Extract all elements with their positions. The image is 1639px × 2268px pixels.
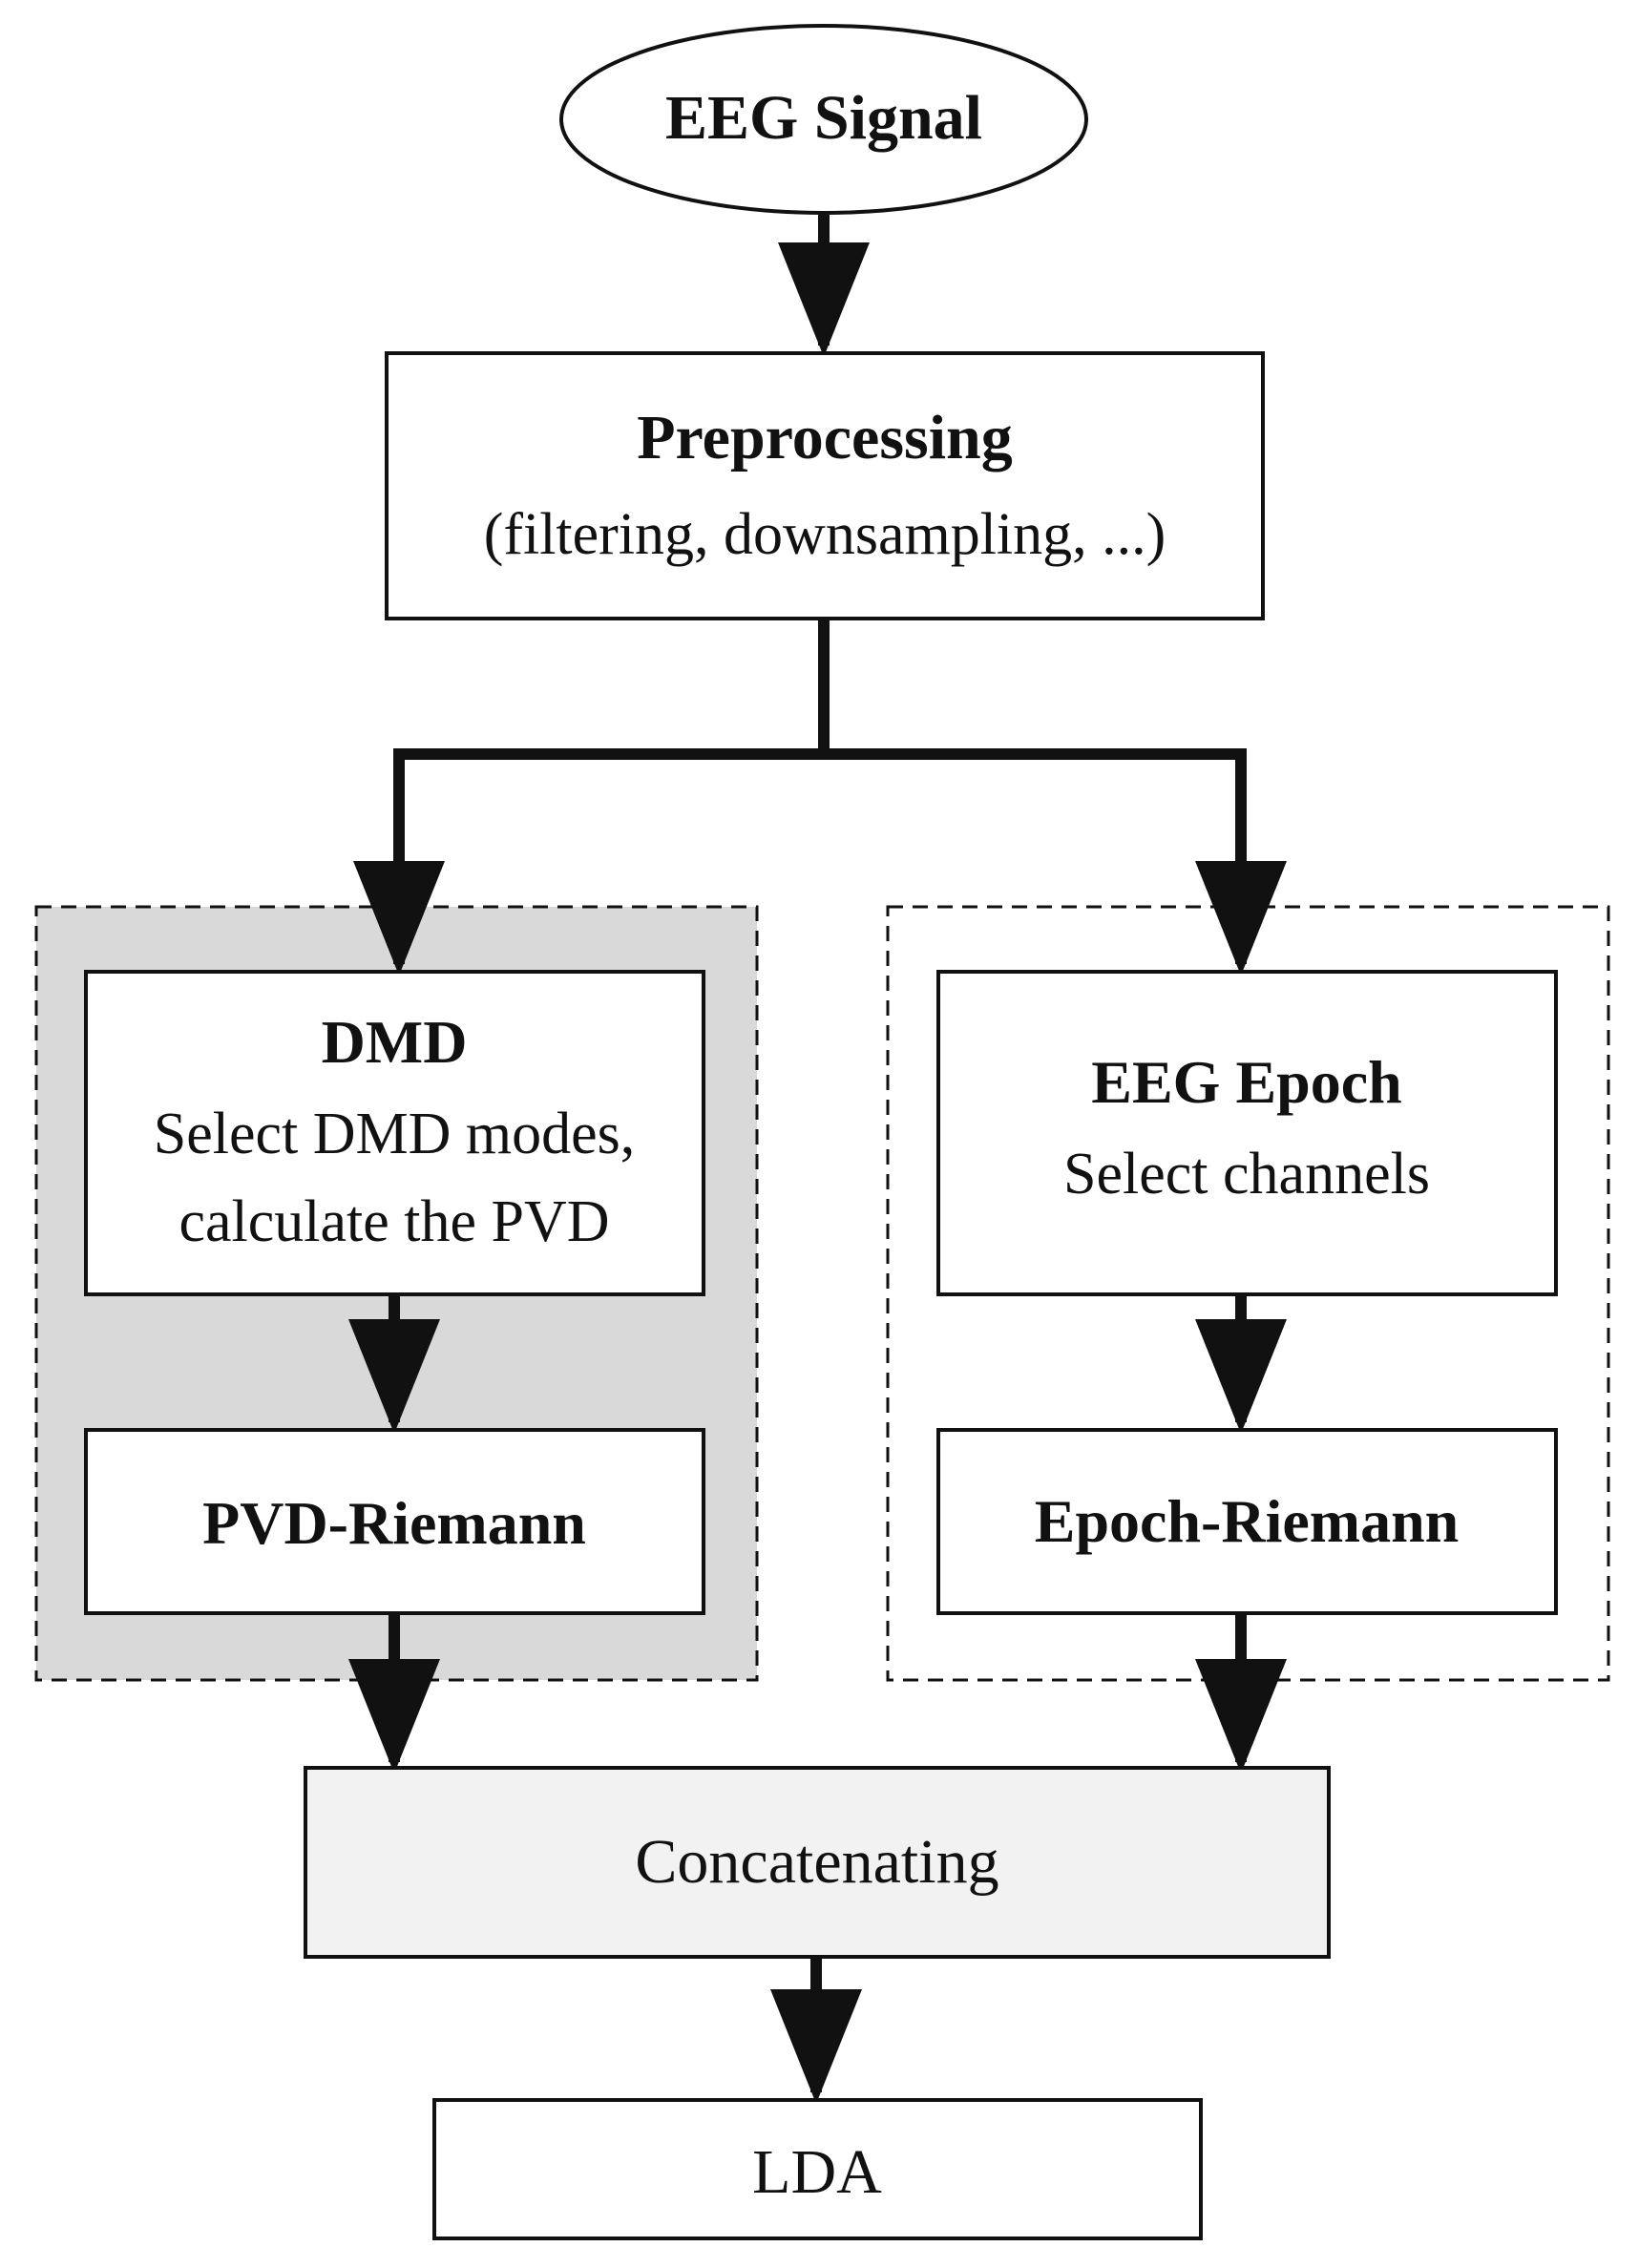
eeg-epoch-node: EEG Epoch Select channels <box>936 970 1558 1296</box>
pvd-riemann-node: PVD-Riemann <box>84 1428 705 1615</box>
eeg-epoch-line-1: Select channels <box>1063 1142 1430 1207</box>
preprocessing-title: Preprocessing <box>637 403 1013 472</box>
lda-node: LDA <box>432 2098 1203 2240</box>
epoch-riemann-node: Epoch-Riemann <box>936 1428 1558 1615</box>
pvd-riemann-title: PVD-Riemann <box>202 1489 586 1557</box>
eeg-signal-node: EEG Signal <box>559 24 1088 215</box>
preprocessing-node: Preprocessing (filtering, downsampling, … <box>385 351 1265 620</box>
concatenating-node: Concatenating <box>304 1766 1331 1959</box>
lda-title: LDA <box>752 2137 882 2207</box>
dmd-node: DMD Select DMD modes, calculate the PVD <box>84 970 705 1296</box>
eeg-epoch-title: EEG Epoch <box>1091 1048 1401 1116</box>
eeg-signal-title: EEG Signal <box>665 83 982 153</box>
dmd-title: DMD <box>322 1008 468 1076</box>
dmd-line-2: calculate the PVD <box>179 1189 609 1254</box>
epoch-riemann-title: Epoch-Riemann <box>1035 1487 1460 1555</box>
preprocessing-subtitle: (filtering, downsampling, ...) <box>484 502 1166 567</box>
dmd-line-1: Select DMD modes, <box>154 1102 636 1166</box>
concatenating-title: Concatenating <box>635 1827 998 1897</box>
